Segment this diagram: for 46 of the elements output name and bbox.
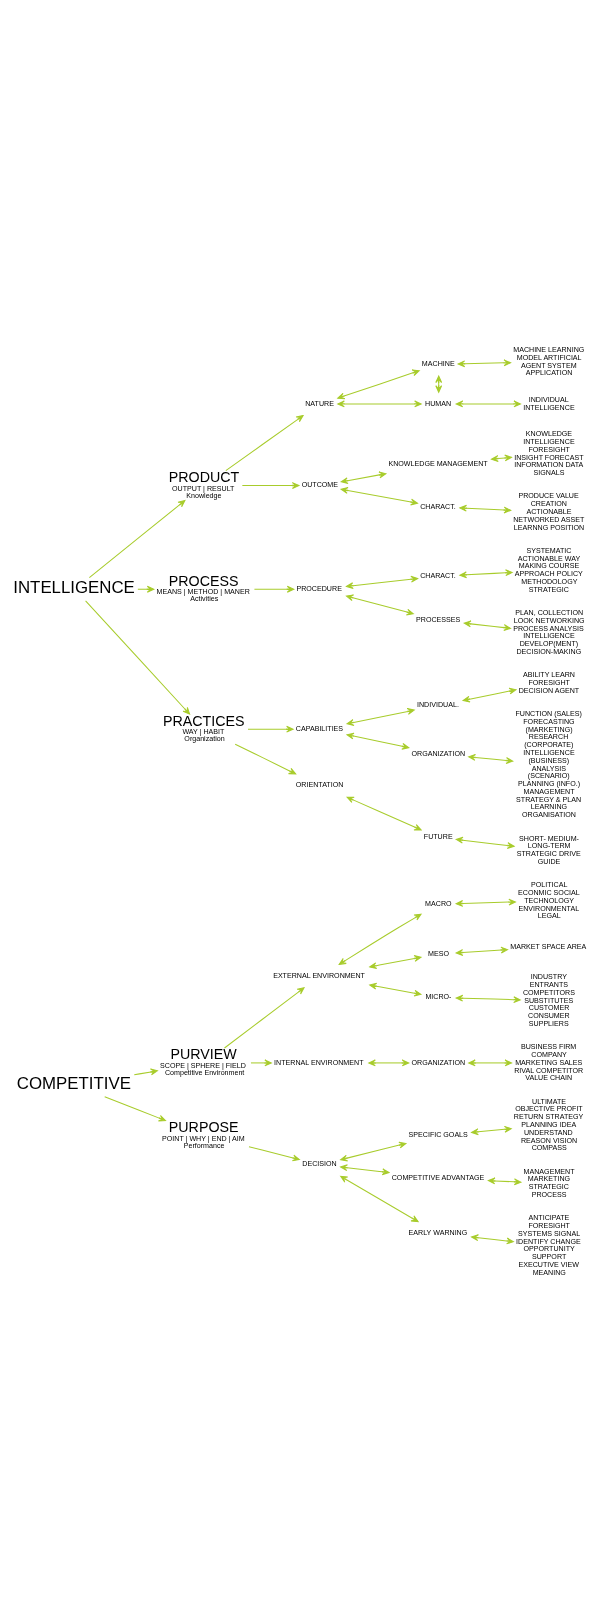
arrow xyxy=(455,946,509,956)
arrow xyxy=(253,585,295,593)
arrow xyxy=(340,1141,407,1162)
node-text: INTELLIGENCE xyxy=(13,578,135,598)
arrow xyxy=(340,1164,390,1176)
arrow xyxy=(471,1125,512,1136)
arrow xyxy=(368,1059,410,1067)
arrow xyxy=(223,987,305,1049)
arrow xyxy=(455,994,521,1004)
arrow xyxy=(340,471,387,485)
arrow xyxy=(346,575,419,590)
arrow xyxy=(459,504,512,514)
arrow xyxy=(234,743,297,775)
arrow xyxy=(462,687,517,703)
arrow xyxy=(346,796,422,831)
arrow xyxy=(337,400,422,408)
arrow xyxy=(455,400,521,408)
arrow xyxy=(471,1234,514,1245)
arrow xyxy=(340,487,418,506)
arrow xyxy=(468,754,514,764)
arrow xyxy=(133,1068,158,1076)
arrow xyxy=(248,1146,300,1162)
arrow xyxy=(346,732,410,750)
arrow xyxy=(225,415,304,472)
arrow xyxy=(241,482,300,489)
arrow xyxy=(338,913,422,965)
arrow xyxy=(346,594,414,616)
arrow xyxy=(455,898,516,907)
arrow xyxy=(463,620,512,632)
arrow xyxy=(487,1177,522,1186)
arrow xyxy=(455,836,515,849)
arrow xyxy=(137,585,155,593)
arrow xyxy=(104,1096,166,1122)
arrow xyxy=(346,708,415,726)
arrow xyxy=(88,500,186,579)
node-text: COMPETITIVE xyxy=(16,1074,131,1094)
arrow xyxy=(340,1175,419,1223)
arrow xyxy=(337,369,420,400)
arrow xyxy=(459,569,513,579)
arrow xyxy=(468,1059,513,1067)
arrow xyxy=(369,982,422,997)
arrow xyxy=(369,955,422,970)
arrow xyxy=(457,359,512,368)
arrow xyxy=(85,600,191,715)
arrow xyxy=(247,725,294,733)
arrow xyxy=(250,1059,272,1067)
